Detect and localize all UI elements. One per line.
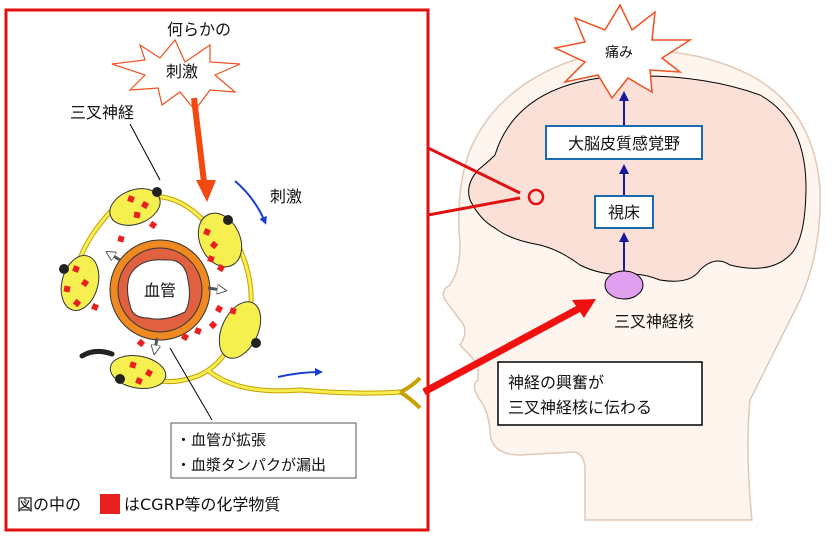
blood-vessel — [109, 239, 211, 341]
trigeminal-leader — [129, 123, 161, 181]
thalamus-box — [594, 195, 654, 229]
stimulus-arrowhead — [196, 180, 216, 202]
magnified-panel-frame — [4, 8, 430, 532]
stimulus-side-label: 刺激 — [270, 187, 302, 206]
transmission-arrow — [422, 304, 582, 396]
effect-item: ・血管が拡張 — [176, 431, 266, 449]
conduction-arrow — [277, 368, 323, 378]
vessel-label: 血管 — [144, 281, 176, 300]
trigeminal-label: 三叉神経 — [70, 103, 134, 122]
transmission-box — [497, 361, 703, 426]
cortex-box — [545, 125, 703, 160]
stimulus-starburst — [111, 38, 241, 111]
cgrp-molecules — [63, 195, 237, 385]
leak-arrows — [110, 254, 222, 350]
stimulus-top-line2: 刺激 — [166, 62, 198, 81]
effects-box — [170, 422, 357, 479]
transmission-line1: 神経の興奮が — [508, 373, 604, 392]
transmission-arrowhead — [572, 299, 596, 318]
nerve-terminal — [398, 376, 422, 410]
trigeminal-nucleus — [604, 270, 644, 300]
transmission-line2: 三叉神経核に伝わる — [508, 398, 652, 417]
pain-label: 痛み — [605, 44, 633, 61]
effects-leader — [169, 347, 213, 421]
zoom-connector-top — [426, 140, 521, 195]
pain-starburst — [552, 3, 693, 100]
thalamus-label: 視床 — [608, 203, 640, 222]
stimulus-arrow — [191, 97, 207, 183]
zoom-connector-bottom — [426, 196, 521, 220]
nucleus-label: 三叉神経核 — [614, 312, 694, 331]
stimulus-top-line1: 何らかの — [167, 20, 231, 39]
cortex-label: 大脳皮質感覚野 — [568, 134, 680, 153]
stimulus-side-arrow — [234, 180, 267, 225]
legend-prefix: 図の中の — [17, 495, 81, 514]
cgrp-legend-swatch — [100, 494, 120, 514]
effect-item: ・血漿タンパクが漏出 — [176, 456, 326, 474]
zoom-target-circle — [527, 188, 545, 206]
legend-suffix: はCGRP等の化学物質 — [124, 495, 280, 514]
nerve-black-tail — [79, 348, 115, 359]
neuron-cells — [59, 187, 262, 389]
